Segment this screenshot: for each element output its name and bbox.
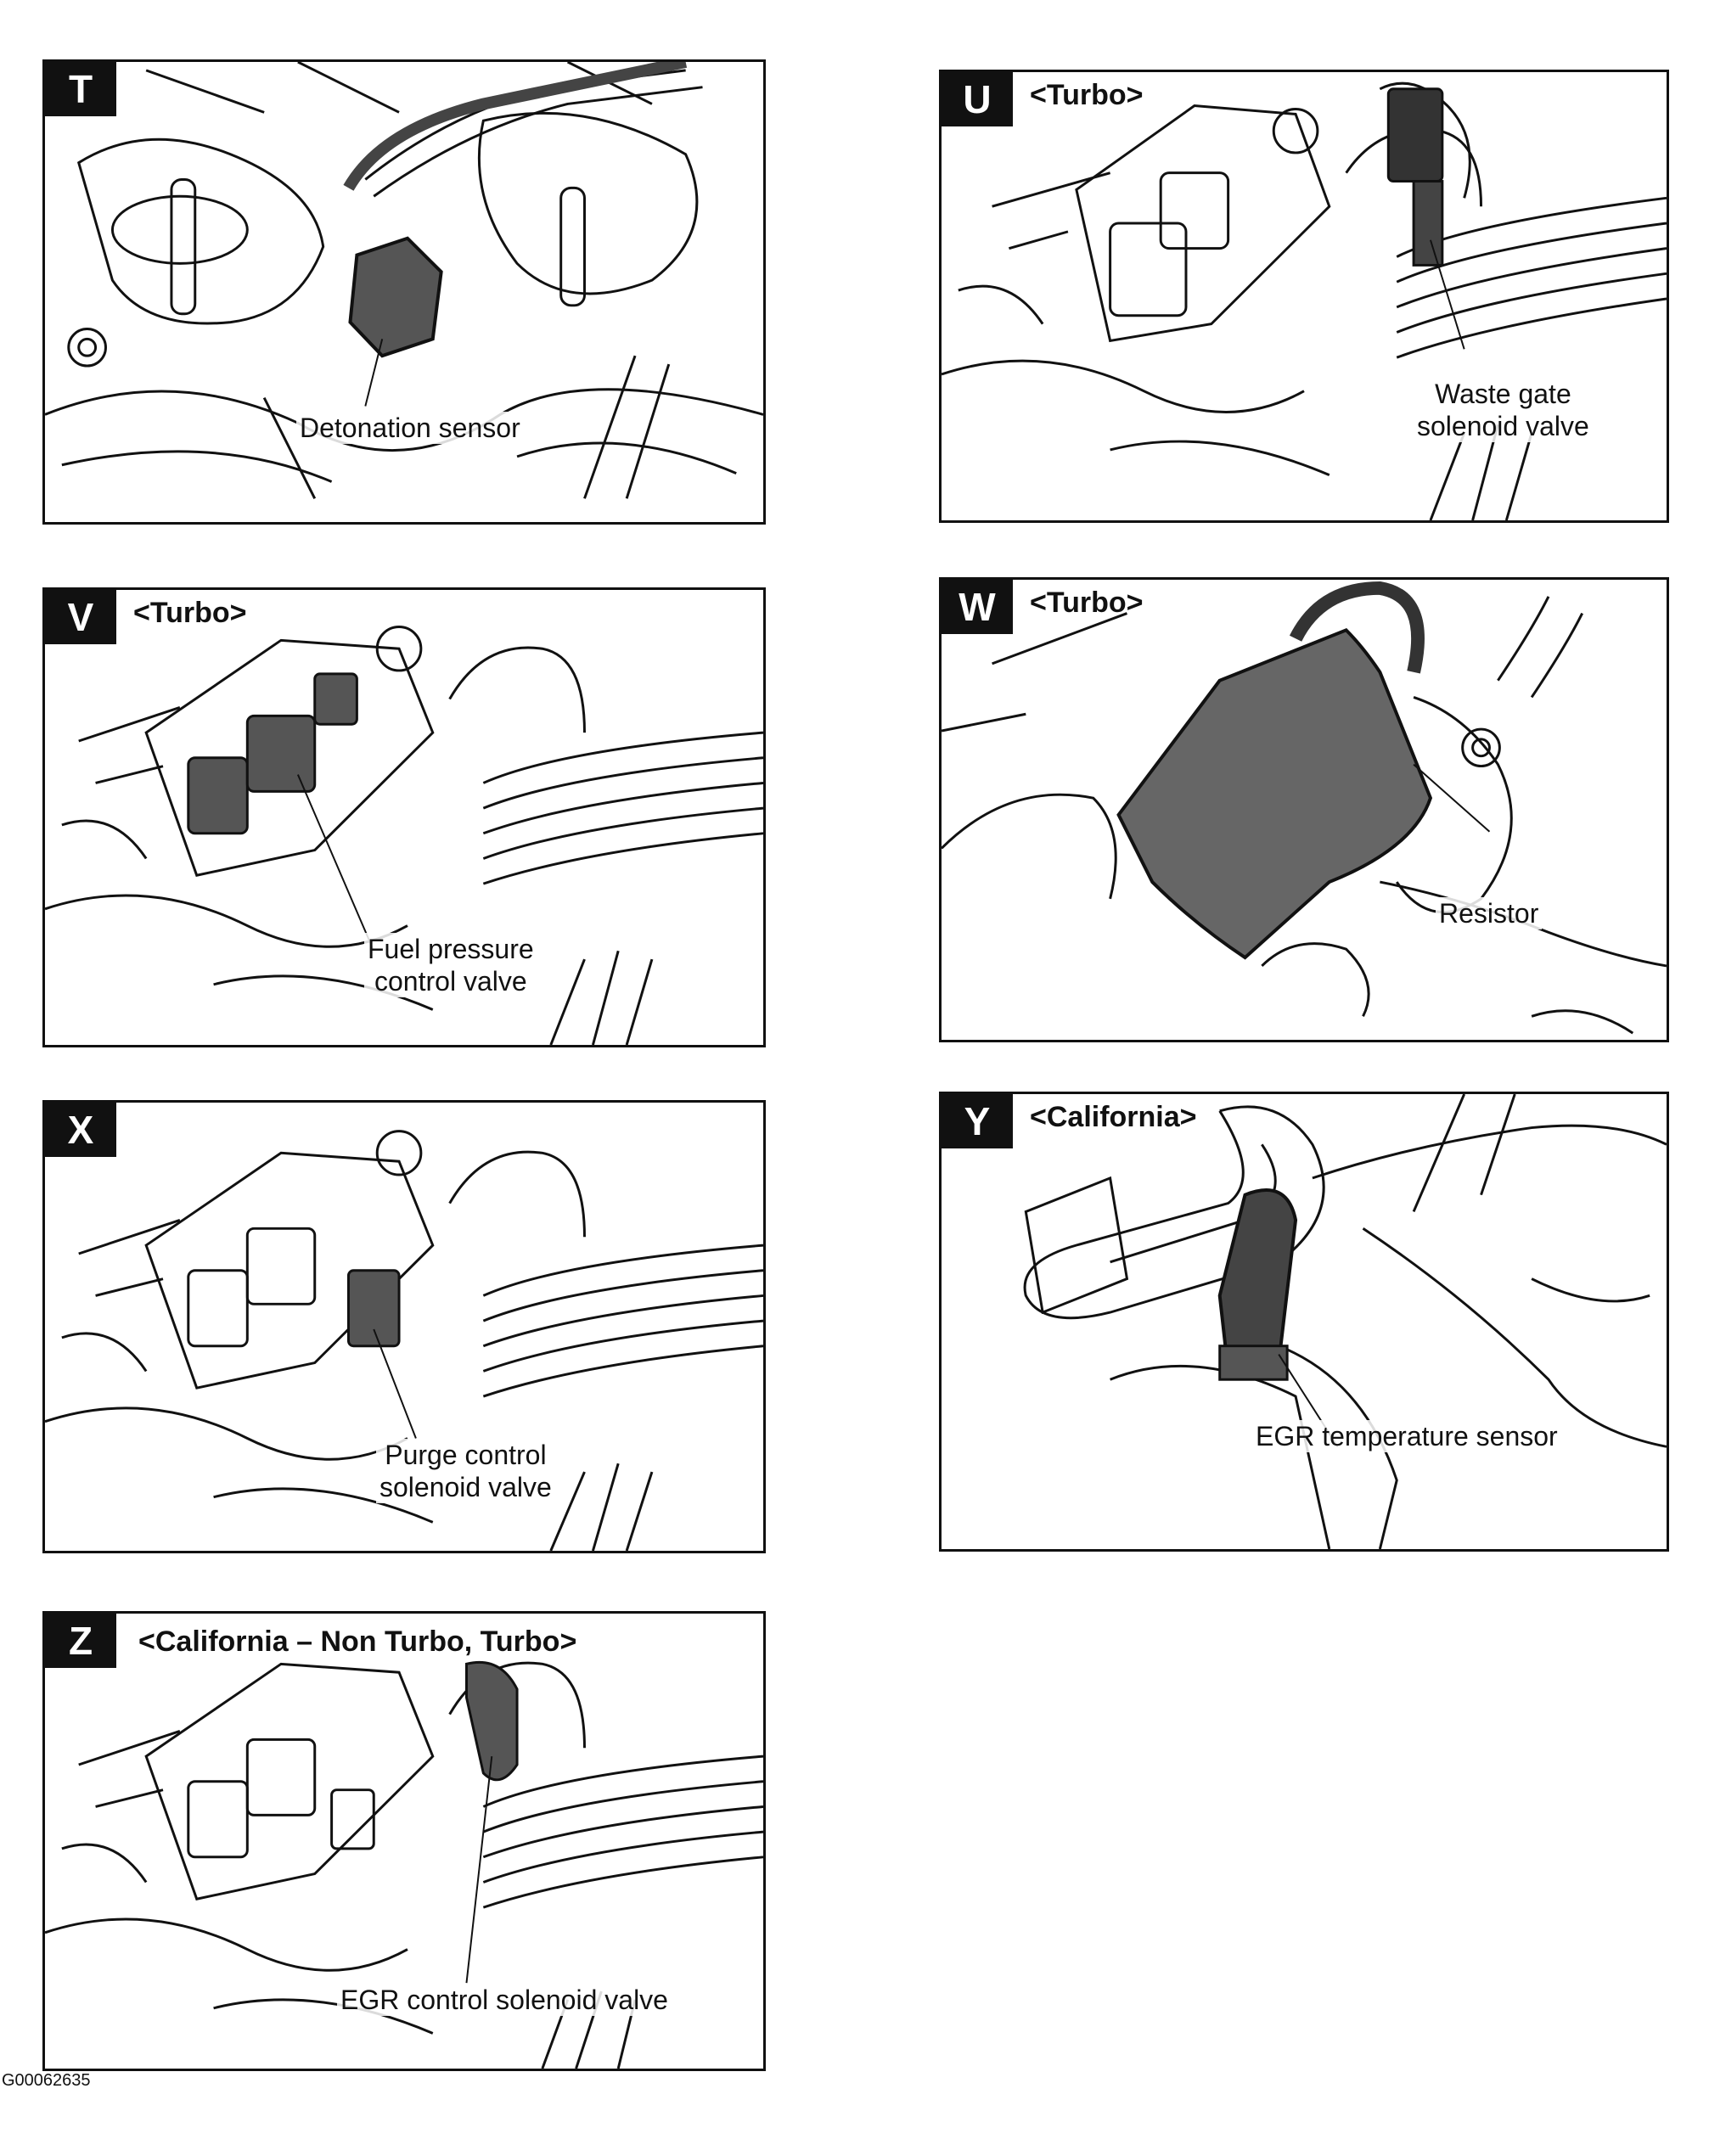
panel-v-letter: V xyxy=(45,590,116,644)
panel-v-illustration xyxy=(45,626,763,1045)
panel-z-variant: <California – Non Turbo, Turbo> xyxy=(138,1625,577,1658)
panel-u-letter: U xyxy=(942,72,1013,126)
panel-z-callout: EGR control solenoid valve xyxy=(337,1984,672,2016)
panel-x-callout: Purge control solenoid valve xyxy=(376,1439,555,1503)
panel-u-illustration xyxy=(942,81,1667,520)
panel-t: T Detonation sensor xyxy=(42,59,766,525)
panel-v-variant: <Turbo> xyxy=(133,597,247,629)
panel-w-variant: <Turbo> xyxy=(1030,587,1144,619)
panel-w-callout: Resistor xyxy=(1436,897,1543,929)
panel-y-illustration xyxy=(1023,1094,1667,1549)
panel-y-variant: <California> xyxy=(1030,1101,1197,1133)
panel-y-callout: EGR temperature sensor xyxy=(1252,1420,1561,1452)
panel-t-illustration xyxy=(45,62,763,499)
panel-x: X Purge control solenoid valve xyxy=(42,1100,766,1553)
panel-x-letter: X xyxy=(45,1103,116,1157)
panel-z-letter: Z xyxy=(45,1614,116,1668)
panel-w-letter: W xyxy=(942,580,1013,634)
panel-u-variant: <Turbo> xyxy=(1030,79,1144,111)
panel-t-letter: T xyxy=(45,62,116,116)
panel-z: Z <California – Non Turbo, Turbo> EGR co… xyxy=(42,1611,766,2071)
panel-x-illustration xyxy=(45,1130,763,1551)
panel-u: U <Turbo> Waste gate solenoid valve xyxy=(939,70,1669,523)
panel-y-letter: Y xyxy=(942,1094,1013,1148)
panel-w-illustration xyxy=(942,581,1667,1035)
panel-u-callout: Waste gate solenoid valve xyxy=(1414,378,1593,442)
panel-w: W <Turbo> Resistor xyxy=(939,577,1669,1042)
panel-v-callout: Fuel pressure control valve xyxy=(364,933,537,997)
figure-id: G00062635 xyxy=(2,2071,91,2090)
panel-y: Y <California> EGR temperature sensor xyxy=(939,1092,1669,1552)
panel-v: V <Turbo> Fuel pressure control valve xyxy=(42,587,766,1047)
panel-t-callout: Detonation sensor xyxy=(296,412,524,444)
